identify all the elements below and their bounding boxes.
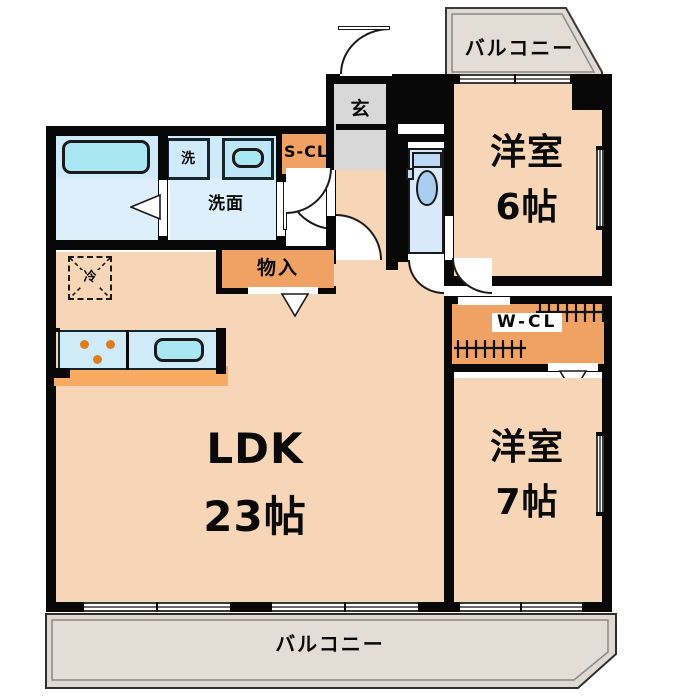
wall-left-wcl xyxy=(444,296,454,372)
wall-top-wcl xyxy=(444,296,612,306)
wall-left-ldk xyxy=(46,246,56,612)
wall-genkan-toilet-divider xyxy=(386,124,398,270)
genkan-label: 玄 xyxy=(350,98,370,120)
wall-bottom-ldk xyxy=(46,602,452,612)
storage-closet-label: 物入 xyxy=(256,257,299,279)
kitchen-left-base xyxy=(46,368,70,378)
storage-closet-fill xyxy=(222,250,334,288)
bottom-balcony-label: バルコニー xyxy=(275,632,385,656)
wall-right-bedroom7 xyxy=(602,372,612,612)
bedroom7-balcony-slider-right[interactable] xyxy=(522,602,582,612)
wall-bottom-bedroom6 xyxy=(444,276,612,286)
toilet-bowl xyxy=(416,170,438,206)
ldk-balcony-slider-4[interactable] xyxy=(346,602,418,612)
washer-label: 洗 xyxy=(181,151,195,167)
ldk-size: 23帖 xyxy=(203,492,307,541)
bedroom6-bay-window[interactable] xyxy=(596,150,604,226)
ldk-floor xyxy=(54,252,444,606)
shoe-closet-fill xyxy=(282,134,330,174)
ldk-balcony-slider-2[interactable] xyxy=(158,602,230,612)
ldk-balcony-slider-1[interactable] xyxy=(84,602,156,612)
genkan-hall-door-opening[interactable] xyxy=(327,170,335,216)
stove-burner-left xyxy=(80,340,89,349)
shoe-closet-label: S-CL xyxy=(283,142,329,161)
ldk-name: LDK xyxy=(206,424,304,473)
toilet-flush-lever xyxy=(406,168,414,180)
wall-left-storage xyxy=(216,246,224,294)
wall-left-wetarea xyxy=(46,126,56,250)
wall-top-genkan xyxy=(326,74,444,84)
bedroom-6jo-notch xyxy=(572,82,604,110)
genkan-black-block xyxy=(386,84,444,124)
bedroom6-balcony-slider-left[interactable] xyxy=(460,74,514,84)
top-balcony-outline xyxy=(444,6,604,80)
stove-burner-center xyxy=(93,355,102,364)
wcl-hanger-rod-hatch xyxy=(452,300,606,364)
kitchen-right-wall-stub xyxy=(216,328,226,374)
kitchen-counter-front-right xyxy=(78,366,228,386)
wall-bottom-wcl xyxy=(444,362,612,372)
wcl-door-top[interactable] xyxy=(458,297,510,305)
entrance-door-arc xyxy=(340,28,390,74)
wall-top-scl xyxy=(276,126,334,136)
toilet-door-opening[interactable] xyxy=(408,254,444,262)
bedroom-6jo-name: 洋室 xyxy=(489,132,564,173)
bottom-balcony-outline xyxy=(44,612,622,692)
wcl-door-bottom[interactable] xyxy=(548,363,598,371)
toilet-tank xyxy=(412,152,442,168)
bathtub xyxy=(62,140,150,174)
wall-hall-top-accent xyxy=(336,124,390,130)
entrance-door-leaf[interactable] xyxy=(338,26,390,30)
washing-machine-box xyxy=(166,138,210,180)
wall-right-toilet xyxy=(444,140,454,262)
wall-left-bedroom7 xyxy=(444,372,454,612)
bedroom-6jo-size: 6帖 xyxy=(495,187,559,228)
storage-door-opening[interactable] xyxy=(248,287,318,294)
walk-in-closet-label: W-CL xyxy=(492,313,563,332)
sanitary-label: 洗面 xyxy=(208,194,244,214)
ldk-balcony-slider-3[interactable] xyxy=(272,602,344,612)
vanity-basin xyxy=(232,148,264,168)
kitchen-left-wall-stub xyxy=(46,328,60,332)
refrigerator-label: 冷 xyxy=(83,270,97,285)
refrigerator-space xyxy=(68,256,112,300)
bedroom6-balcony-slider-right[interactable] xyxy=(516,74,570,84)
wall-toilet-top xyxy=(398,134,454,142)
bedroom6-door-opening[interactable] xyxy=(445,216,453,260)
storage-folding-door-marker xyxy=(280,293,310,317)
bedroom7-bay-window[interactable] xyxy=(596,436,604,512)
entrance-door-opening[interactable] xyxy=(340,72,392,76)
bedroom-7jo-floor xyxy=(452,378,604,606)
bath-door-marker xyxy=(128,193,162,221)
bedroom-7jo-name: 洋室 xyxy=(489,427,564,468)
bedroom-7jo-size: 7帖 xyxy=(495,482,559,523)
sanitary-door-opening[interactable] xyxy=(277,182,285,236)
bath-door-opening[interactable] xyxy=(159,180,167,236)
wall-right-bedroom6 xyxy=(602,74,612,286)
kitchen-cooktop-divider xyxy=(126,330,129,370)
bedroom6-door-arc xyxy=(452,258,492,294)
bedroom7-balcony-slider-left[interactable] xyxy=(460,602,520,612)
wall-left-toilet xyxy=(398,140,408,262)
stove-burner-right xyxy=(106,340,115,349)
wall-right-wcl xyxy=(602,296,612,372)
top-balcony-label: バルコニー xyxy=(464,36,575,60)
kitchen-sink xyxy=(154,338,204,362)
